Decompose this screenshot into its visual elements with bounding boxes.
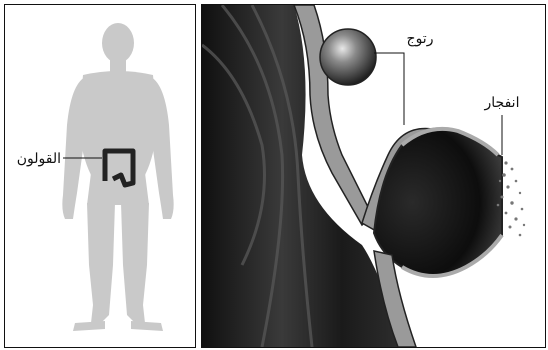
- diverticulum-cross-section: رتوج انفجار: [202, 5, 545, 347]
- diverticulum-leader-line: [374, 53, 404, 125]
- small-diverticulum: [320, 29, 376, 85]
- body-diagram-panel: القولون: [4, 4, 196, 348]
- diverticulum-label: رتوج: [407, 31, 434, 47]
- diverticulum-diagram-panel: رتوج انفجار: [201, 4, 546, 348]
- body-silhouette-figure: القولون: [5, 5, 195, 347]
- colon-label: القولون: [17, 151, 61, 167]
- rupture-label: انفجار: [484, 95, 520, 111]
